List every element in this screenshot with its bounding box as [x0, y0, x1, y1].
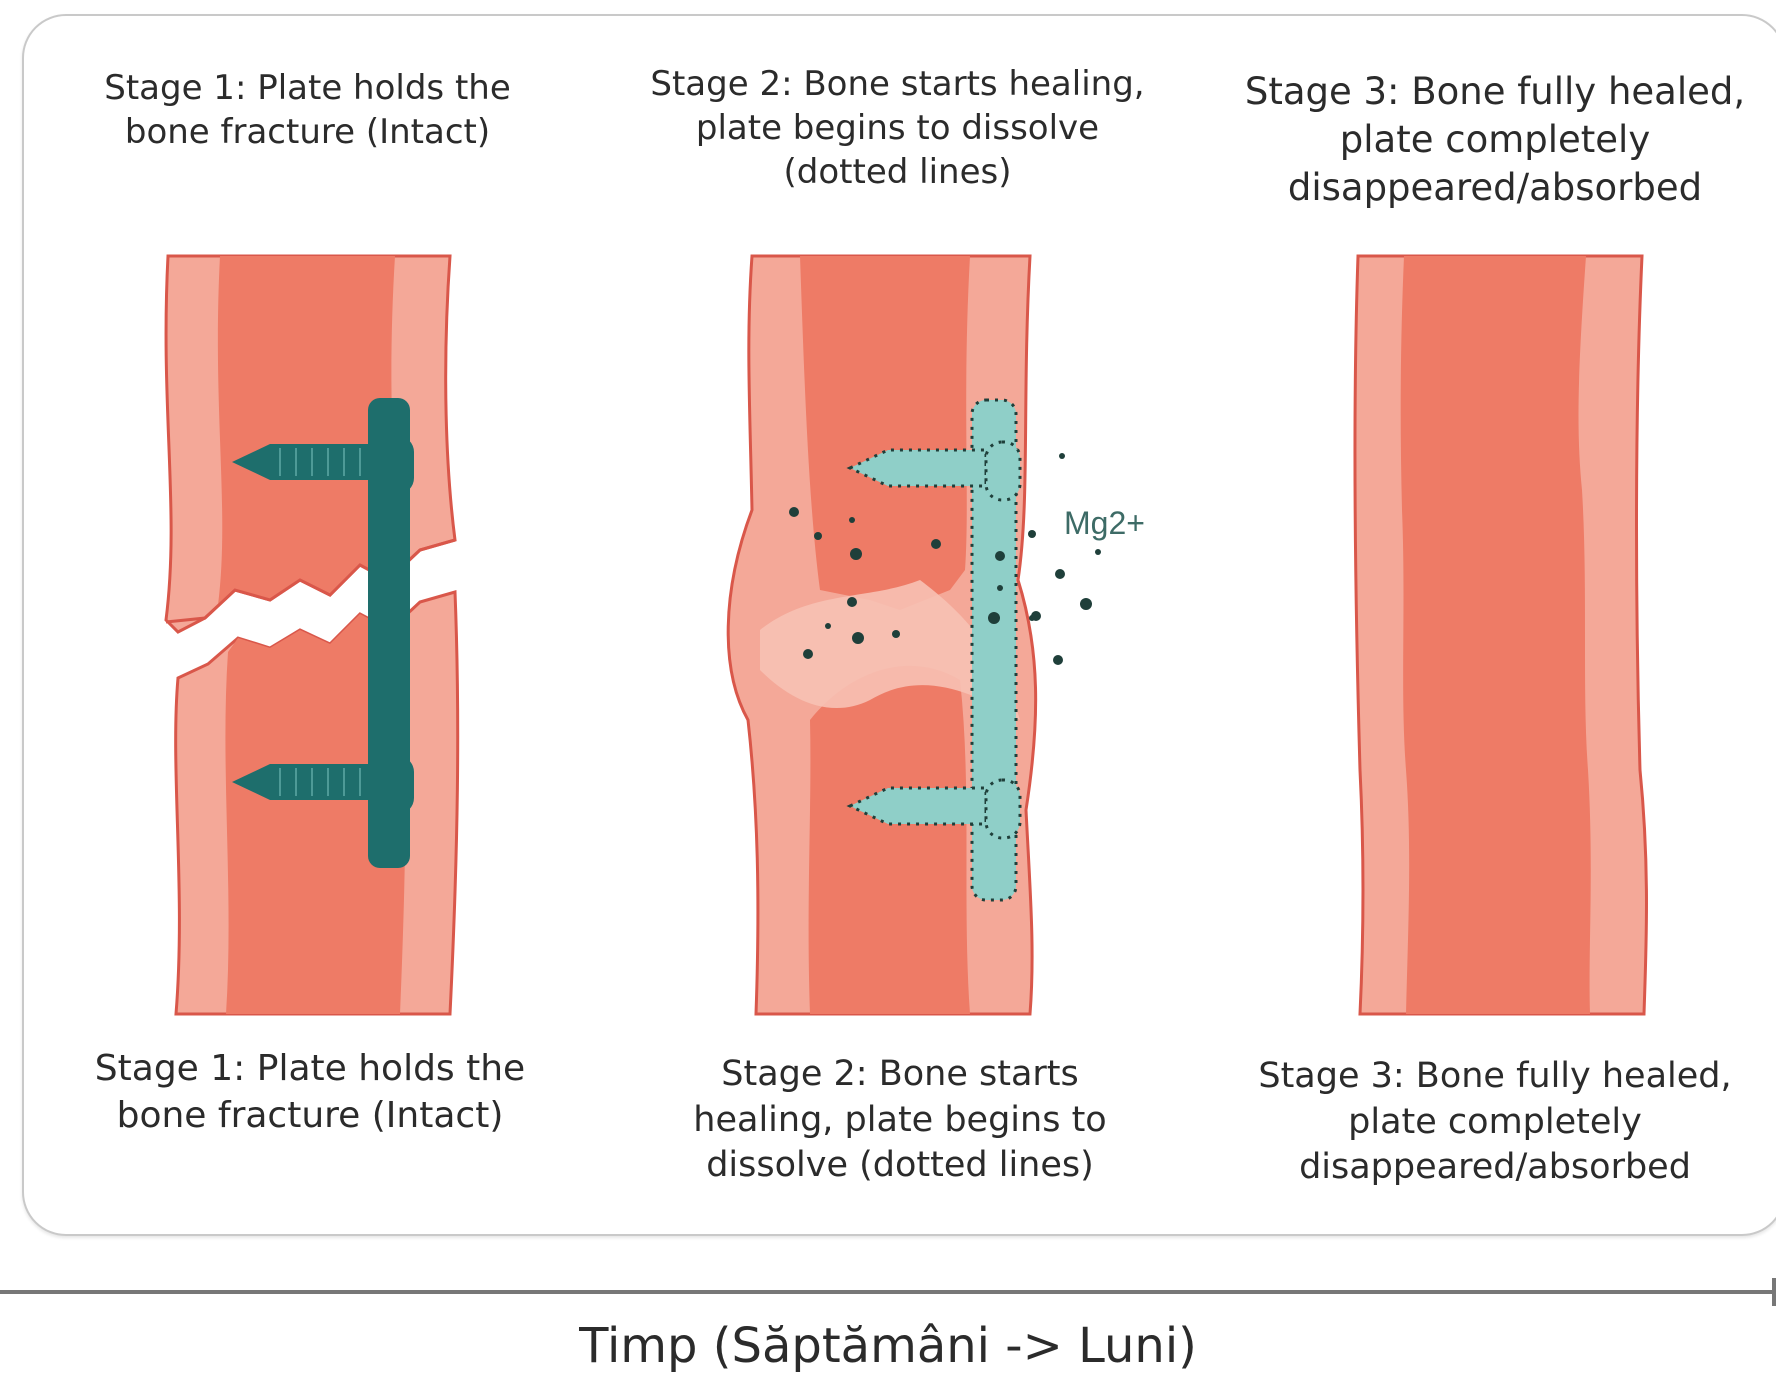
stage-2-bone-figure: Mg2+ — [700, 250, 1180, 1020]
stage-2-bottom-label: Stage 2: Bone starts healing, plate begi… — [660, 1052, 1140, 1189]
ion-label: Mg2+ — [1064, 505, 1145, 541]
healed-bone-marrow — [1401, 256, 1591, 1014]
stage-3-bone-figure — [1320, 250, 1680, 1020]
stage-1-bone-figure — [120, 250, 520, 1020]
stage-1-bottom-label: Stage 1: Plate holds the bone fracture (… — [70, 1046, 550, 1140]
healing-bone-marrow — [800, 256, 970, 610]
time-axis-label: Timp (Săptămâni -> Luni) — [0, 1318, 1776, 1374]
time-axis-end-tick — [1772, 1278, 1776, 1306]
stage-1-top-label: Stage 1: Plate holds the bone fracture (… — [70, 66, 545, 154]
stage-2-top-label: Stage 2: Bone starts healing, plate begi… — [650, 62, 1145, 195]
time-axis-line — [0, 1290, 1776, 1294]
stage-3-top-label: Stage 3: Bone fully healed, plate comple… — [1220, 68, 1770, 212]
stage-3-bottom-label: Stage 3: Bone fully healed, plate comple… — [1240, 1054, 1750, 1191]
